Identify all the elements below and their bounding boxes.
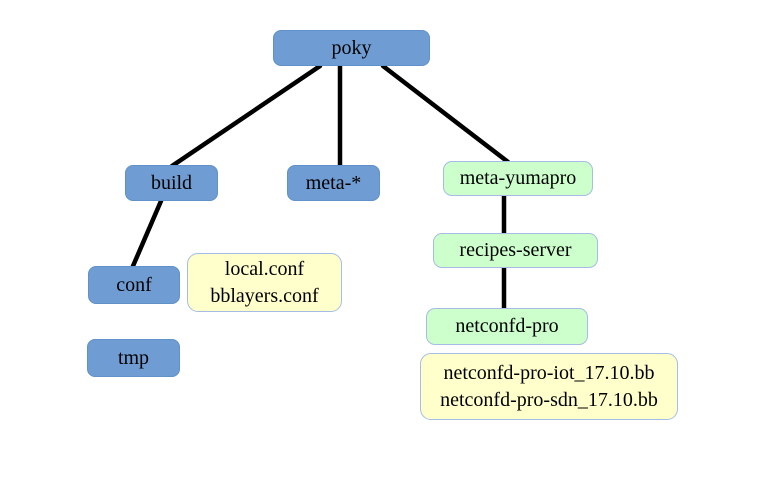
node-recipes-server-label: recipes-server <box>459 239 572 261</box>
node-build: build <box>125 165 218 201</box>
edge-poky-meta-yumapro <box>380 63 511 165</box>
edge-poky-build <box>169 63 323 169</box>
recipe-files-line2: netconfd-pro-sdn_17.10.bb <box>440 388 658 411</box>
node-build-label: build <box>150 171 193 194</box>
node-recipes-server: recipes-server <box>433 233 598 268</box>
recipe-files-line1: netconfd-pro-iot_17.10.bb <box>443 361 655 384</box>
conf-files-line1: local.conf <box>224 257 305 280</box>
node-conf-label: conf <box>116 273 152 296</box>
node-meta-star: meta-* <box>287 165 380 201</box>
node-recipe-files: netconfd-pro-iot_17.10.bb netconfd-pro-s… <box>420 353 678 420</box>
node-meta-yumapro-label: meta-yumapro <box>459 167 577 189</box>
node-poky: poky <box>273 30 430 66</box>
node-meta-yumapro: meta-yumapro <box>443 161 593 196</box>
node-tmp: tmp <box>87 339 180 377</box>
node-poky-label: poky <box>331 36 372 59</box>
node-conf-files: local.conf bblayers.conf <box>187 253 342 312</box>
node-netconfd-pro: netconfd-pro <box>426 308 588 345</box>
conf-files-line2: bblayers.conf <box>210 284 319 307</box>
node-tmp-label: tmp <box>117 346 150 369</box>
node-meta-star-label: meta-* <box>305 171 362 194</box>
node-conf: conf <box>88 266 180 304</box>
edge-build-conf <box>130 198 164 269</box>
node-netconfd-pro-label: netconfd-pro <box>455 315 559 337</box>
